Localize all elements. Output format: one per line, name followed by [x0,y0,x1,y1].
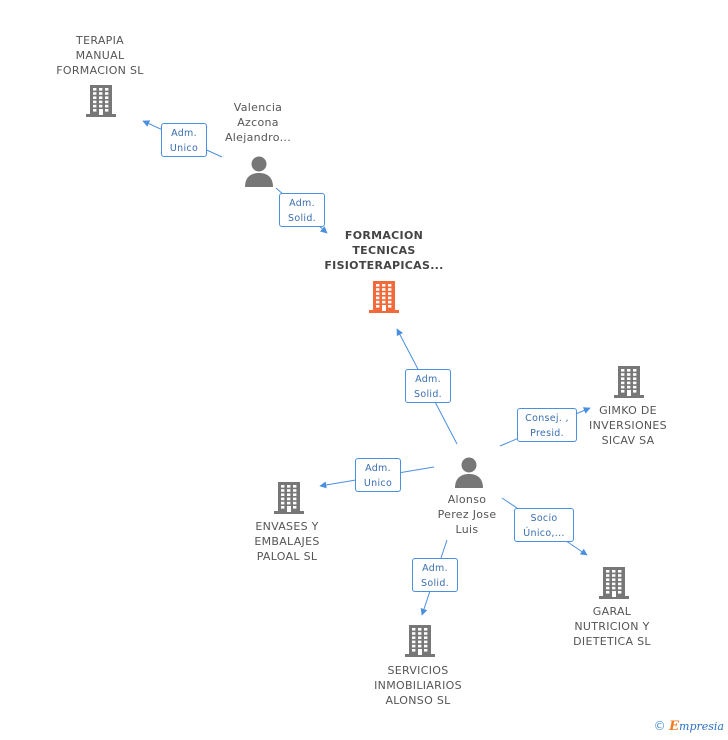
edge-label-line: Adm. [365,463,391,474]
edge-label-alonso-to-formacion[interactable]: Adm. Solid. [405,369,451,403]
node-label-line: INVERSIONES [589,418,667,432]
node-label-line: INMOBILIARIOS [374,678,462,692]
node-label-line: TERAPIA [76,33,124,47]
edge-label-line: Socio [530,513,558,524]
node-label-line: Valencia [233,100,283,114]
edge-label-line: Consej. , [525,413,569,424]
edge-label-line: Adm. [415,374,441,385]
building-icon-servicios[interactable] [404,624,436,662]
footer-brand[interactable]: © Empresia [654,719,724,734]
edge-label-valencia-to-formacion[interactable]: Adm. Solid. [279,193,325,227]
node-label-line: MANUAL [75,48,125,62]
node-label-line: SICAV SA [601,433,655,447]
building-icon-envases[interactable] [273,481,305,519]
node-label-line: Alonso [447,492,487,506]
edge-label-valencia-to-terapia[interactable]: Adm. Unico [161,123,207,157]
node-label-line: Perez Jose [437,507,497,521]
node-label-line: PALOAL SL [256,549,318,563]
edge-label-line: Adm. [171,128,197,139]
node-label-line: GARAL [592,604,632,618]
edge-label-line: Adm. [289,198,315,209]
building-icon-garal[interactable] [598,566,630,604]
node-label-line: EMBALAJES [254,534,320,548]
node-label-line: TECNICAS [352,243,416,257]
edge-label-line: Unico [363,478,393,489]
edge-label-line: Único,... [523,528,565,539]
node-label-line: NUTRICION Y [574,619,650,633]
edge-label-alonso-to-gimko[interactable]: Consej. , Presid. [517,408,577,442]
edge-label-line: Solid. [421,578,449,589]
node-label-line: FISIOTERAPICAS... [324,258,444,272]
edge-label-line: Unico [169,143,199,154]
building-icon-gimko[interactable] [613,365,645,403]
edge-label-line: Presid. [530,428,564,439]
node-label-line: SERVICIOS [387,663,449,677]
node-label-line: Alejandro... [224,130,291,144]
node-label-line: FORMACION SL [56,63,144,77]
node-label-line: Luis [455,522,479,536]
building-icon-formacion[interactable] [368,280,400,318]
edge-label-line: Adm. [422,563,448,574]
person-icon-valencia[interactable] [244,155,274,191]
node-label-line: GIMKO DE [599,403,657,417]
person-icon-alonso[interactable] [454,456,484,492]
node-label-line: ALONSO SL [385,693,451,707]
brand-logo: Empresia [669,719,724,734]
building-icon-terapia[interactable] [85,84,117,122]
node-label-line: DIETETICA SL [573,634,651,648]
copyright-symbol: © [653,719,666,733]
edge-label-line: Solid. [288,213,316,224]
node-label-line: FORMACION [344,228,424,242]
node-label-line: ENVASES Y [255,519,319,533]
edge-label-alonso-to-envases[interactable]: Adm. Unico [355,458,401,492]
node-label-line: Azcona [237,115,279,129]
edge-label-line: Solid. [414,389,442,400]
edge-label-alonso-to-servicios[interactable]: Adm. Solid. [412,558,458,592]
